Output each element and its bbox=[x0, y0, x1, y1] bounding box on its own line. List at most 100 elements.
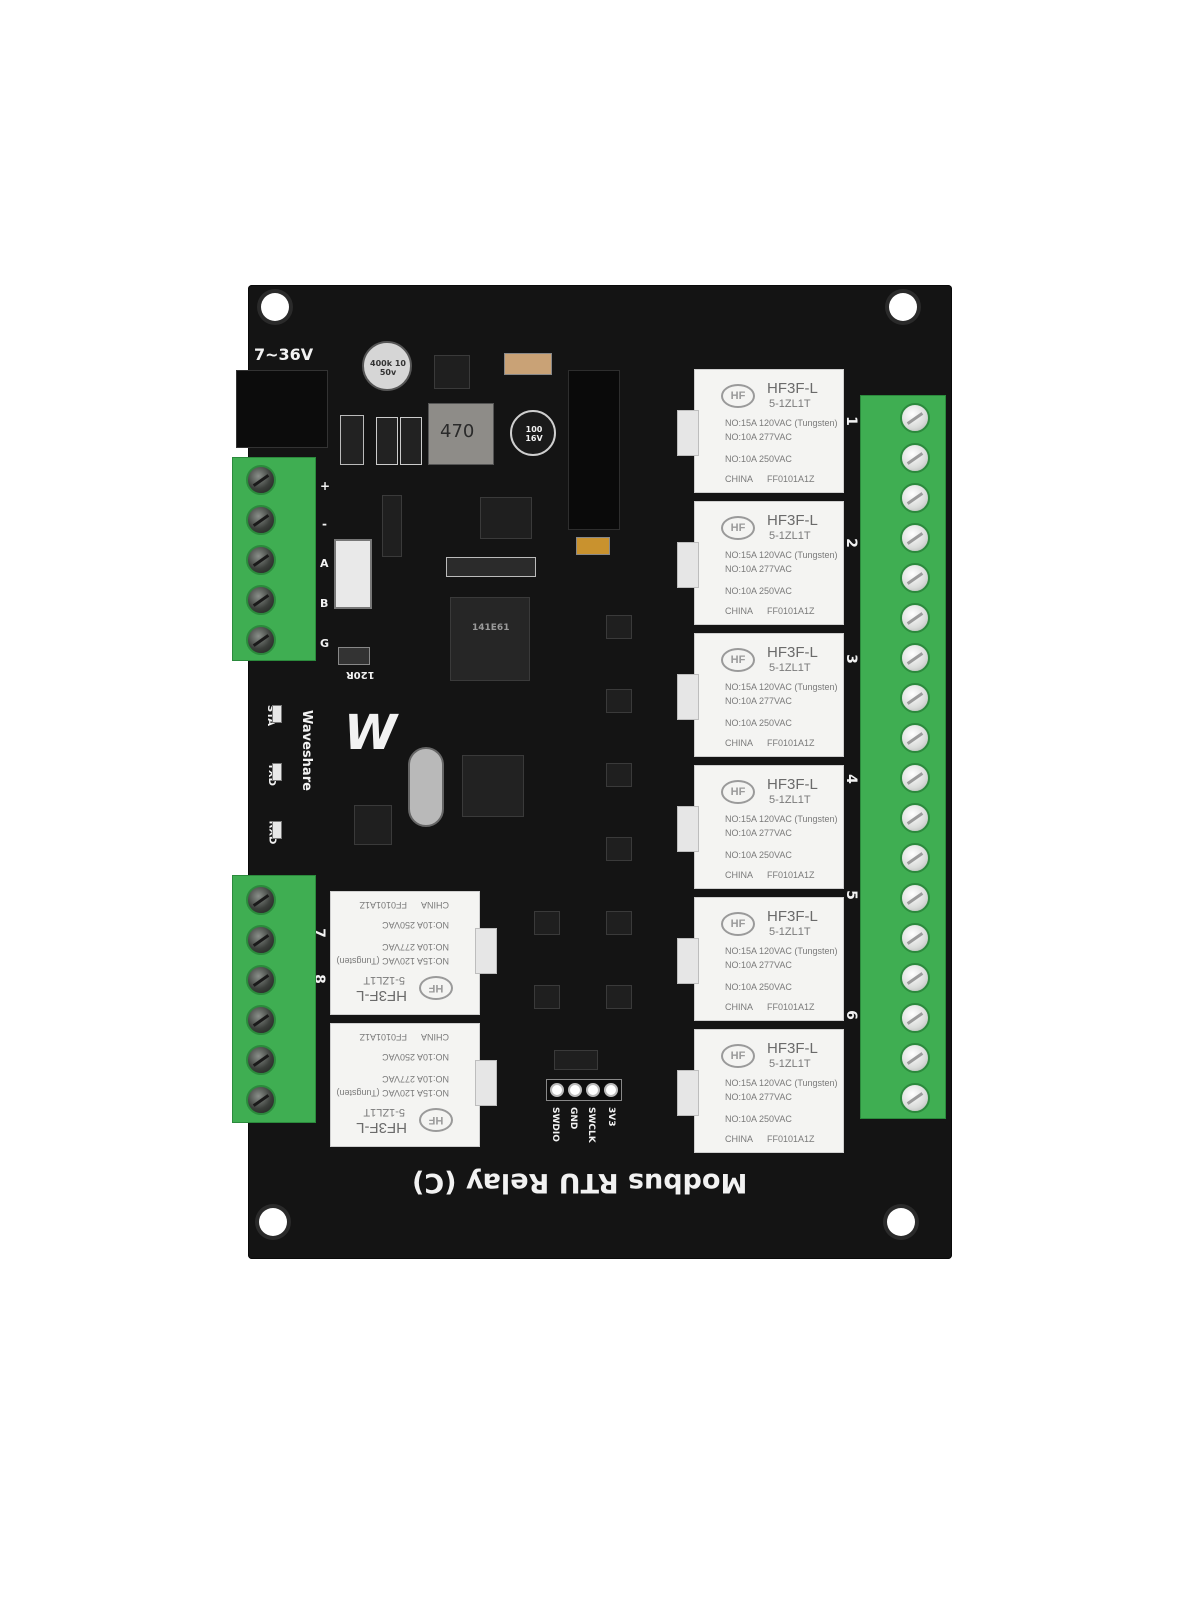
relay-board: 7~36V 400k 10 50v 100 16V 470 + - A B G … bbox=[232, 285, 952, 1259]
relay-rating-1: NO:15A 120VAC (Tungsten) bbox=[725, 418, 838, 428]
swd-pin[interactable] bbox=[568, 1083, 582, 1097]
terminal-screw[interactable] bbox=[900, 643, 930, 673]
smd-cap-2 bbox=[400, 417, 422, 465]
terminal-screw[interactable] bbox=[900, 683, 930, 713]
tvs-diode bbox=[334, 539, 372, 609]
electrolytic-capacitor-small bbox=[510, 410, 556, 456]
terminal-screw[interactable] bbox=[246, 1045, 276, 1075]
terminal-screw[interactable] bbox=[246, 625, 276, 655]
relay-rating-3: NO:10A 250VAC bbox=[725, 586, 792, 596]
terminal-screw[interactable] bbox=[900, 523, 930, 553]
relay-sub: 5-1ZL1T bbox=[769, 662, 811, 674]
mounting-hole-top-right bbox=[889, 293, 917, 321]
relay-code: FF0101A1Z bbox=[767, 474, 815, 484]
relay-rating-1: NO:15A 120VAC (Tungsten) bbox=[725, 946, 838, 956]
relay-rating-3: NO:10A 250VAC bbox=[725, 982, 792, 992]
terminal-screw[interactable] bbox=[900, 1043, 930, 1073]
relay-rating-2: NO:10A 277VAC bbox=[725, 1092, 792, 1102]
terminal-screw[interactable] bbox=[900, 483, 930, 513]
inductor-label: 470 bbox=[440, 421, 475, 442]
relay-rating-2: NO:10A 277VAC bbox=[725, 960, 792, 970]
terminal-screw[interactable] bbox=[900, 443, 930, 473]
relay-sub: 5-1ZL1T bbox=[363, 974, 405, 986]
terminal-screw[interactable] bbox=[900, 763, 930, 793]
termination-jumper[interactable] bbox=[338, 647, 370, 665]
debug-label-gnd: GND bbox=[568, 1107, 578, 1130]
relay-sub: 5-1ZL1T bbox=[769, 530, 811, 542]
terminal-screw[interactable] bbox=[246, 505, 276, 535]
relay-rating-1: NO:15A 120VAC (Tungsten) bbox=[725, 682, 838, 692]
relay-origin: CHINA bbox=[725, 1002, 754, 1012]
relay-4: HF HF3F-L 5-1ZL1T NO:15A 120VAC (Tungste… bbox=[677, 765, 844, 889]
cap-small-label: 100 16V bbox=[525, 425, 543, 443]
terminal-screw[interactable] bbox=[900, 803, 930, 833]
terminal-screw[interactable] bbox=[900, 403, 930, 433]
relay-rating-2: NO:10A 277VAC bbox=[725, 432, 792, 442]
debug-label-swclk: SWCLK bbox=[586, 1107, 596, 1143]
relay-tab bbox=[677, 806, 699, 852]
relay-origin: CHINA bbox=[725, 474, 754, 484]
relay-model: HF3F-L bbox=[767, 380, 818, 397]
relay-code: FF0101A1Z bbox=[767, 1134, 815, 1144]
terminal-screw[interactable] bbox=[900, 1003, 930, 1033]
terminal-screw[interactable] bbox=[246, 885, 276, 915]
relay-tab bbox=[677, 542, 699, 588]
channel-number-1: 1 bbox=[842, 416, 859, 426]
relay-output-terminal-block-left[interactable] bbox=[232, 875, 316, 1123]
terminal-screw[interactable] bbox=[246, 1085, 276, 1115]
swd-pin[interactable] bbox=[604, 1083, 618, 1097]
terminal-screw[interactable] bbox=[900, 923, 930, 953]
terminal-screw[interactable] bbox=[900, 843, 930, 873]
board-title: Modbus RTU Relay (C) bbox=[412, 1167, 748, 1198]
terminal-screw[interactable] bbox=[246, 1005, 276, 1035]
terminal-screw[interactable] bbox=[246, 545, 276, 575]
terminal-screw[interactable] bbox=[246, 965, 276, 995]
eeprom-chip bbox=[354, 805, 392, 845]
relay-origin: CHINA bbox=[725, 738, 754, 748]
swd-header[interactable] bbox=[546, 1079, 622, 1101]
sta-led bbox=[272, 705, 282, 723]
debug-label-swdio: SWDIO bbox=[550, 1107, 560, 1142]
relay-origin: CHINA bbox=[420, 900, 449, 910]
relay-brand-logo: HF bbox=[721, 516, 755, 540]
swd-pin[interactable] bbox=[586, 1083, 600, 1097]
relay-brand-logo: HF bbox=[419, 1108, 453, 1132]
relay-rating-3: NO:10A 250VAC bbox=[725, 718, 792, 728]
crystal-oscillator bbox=[408, 747, 444, 827]
relay-rating-1: NO:15A 120VAC (Tungsten) bbox=[336, 1088, 449, 1098]
smd-cap-1 bbox=[376, 417, 398, 465]
terminal-screw[interactable] bbox=[246, 925, 276, 955]
relay-rating-3: NO:10A 250VAC bbox=[382, 1052, 449, 1062]
relay-brand-logo: HF bbox=[721, 780, 755, 804]
dc-jack[interactable] bbox=[236, 370, 328, 448]
terminal-screw[interactable] bbox=[900, 723, 930, 753]
relay-rating-2: NO:10A 277VAC bbox=[382, 942, 449, 952]
relay-tab bbox=[677, 674, 699, 720]
terminal-screw[interactable] bbox=[900, 603, 930, 633]
relay-origin: CHINA bbox=[725, 1134, 754, 1144]
mounting-hole-top-left bbox=[261, 293, 289, 321]
terminal-screw[interactable] bbox=[900, 563, 930, 593]
relay-tab bbox=[677, 938, 699, 984]
terminal-screw[interactable] bbox=[246, 585, 276, 615]
debug-label-3v3: 3V3 bbox=[606, 1107, 616, 1127]
relay-brand-logo: HF bbox=[721, 912, 755, 936]
relay-rating-3: NO:10A 250VAC bbox=[725, 454, 792, 464]
resistor-array bbox=[504, 353, 552, 375]
relay-model: HF3F-L bbox=[356, 1119, 407, 1136]
terminal-screw[interactable] bbox=[246, 465, 276, 495]
relay-rating-2: NO:10A 277VAC bbox=[725, 696, 792, 706]
relay-output-terminal-block[interactable] bbox=[860, 395, 946, 1119]
relay-sub: 5-1ZL1T bbox=[769, 926, 811, 938]
terminal-screw[interactable] bbox=[900, 1083, 930, 1113]
relay-rating-3: NO:10A 250VAC bbox=[382, 920, 449, 930]
relay-rating-1: NO:15A 120VAC (Tungsten) bbox=[725, 1078, 838, 1088]
debug-jumper bbox=[554, 1050, 598, 1070]
terminal-screw[interactable] bbox=[900, 963, 930, 993]
relay-rating-2: NO:10A 277VAC bbox=[382, 1074, 449, 1084]
relay-sub: 5-1ZL1T bbox=[363, 1106, 405, 1118]
swd-pin[interactable] bbox=[550, 1083, 564, 1097]
terminal-screw[interactable] bbox=[900, 883, 930, 913]
relay-code: FF0101A1Z bbox=[359, 1032, 407, 1042]
relay-driver bbox=[606, 911, 632, 935]
